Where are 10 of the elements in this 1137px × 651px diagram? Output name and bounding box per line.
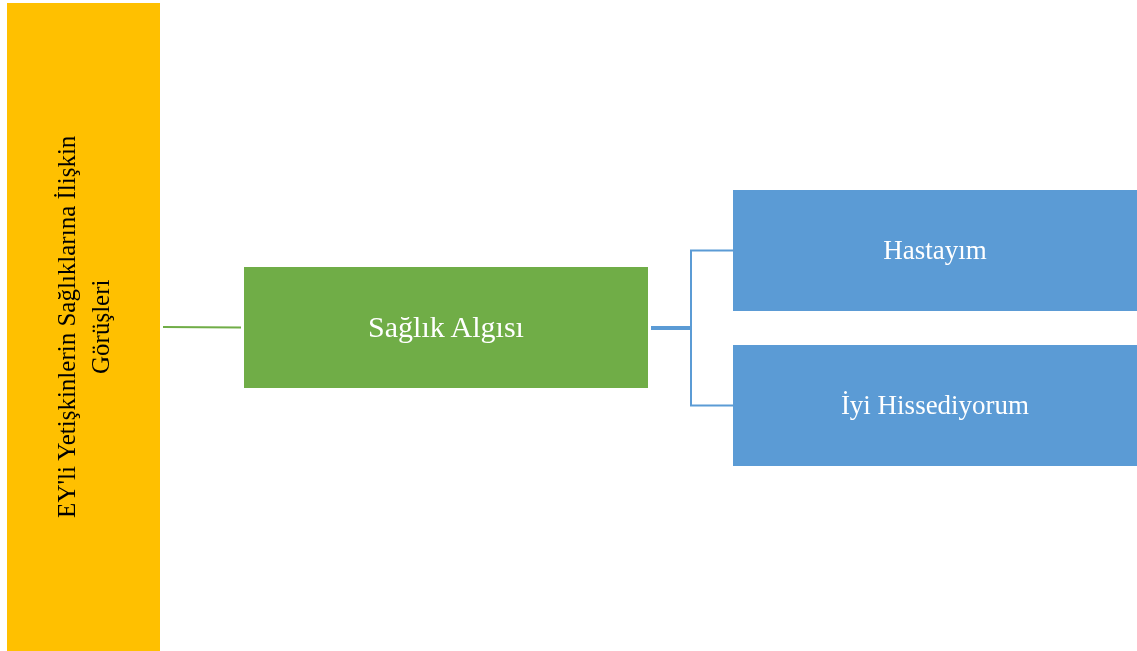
node-label: EY'li Yetişkinlerin Sağlıklarına İlişkin Görüşleri bbox=[51, 134, 115, 521]
process-box bbox=[7, 3, 160, 651]
process-box bbox=[244, 267, 648, 388]
process-box bbox=[733, 345, 1137, 466]
connector-line bbox=[162, 326, 242, 329]
connector-line bbox=[651, 326, 691, 330]
node-label: Sağlık Algısı bbox=[368, 309, 524, 346]
process-box bbox=[733, 190, 1137, 311]
node-label: Hastayım bbox=[883, 234, 987, 268]
node-label: İyi Hissediyorum bbox=[840, 389, 1030, 423]
